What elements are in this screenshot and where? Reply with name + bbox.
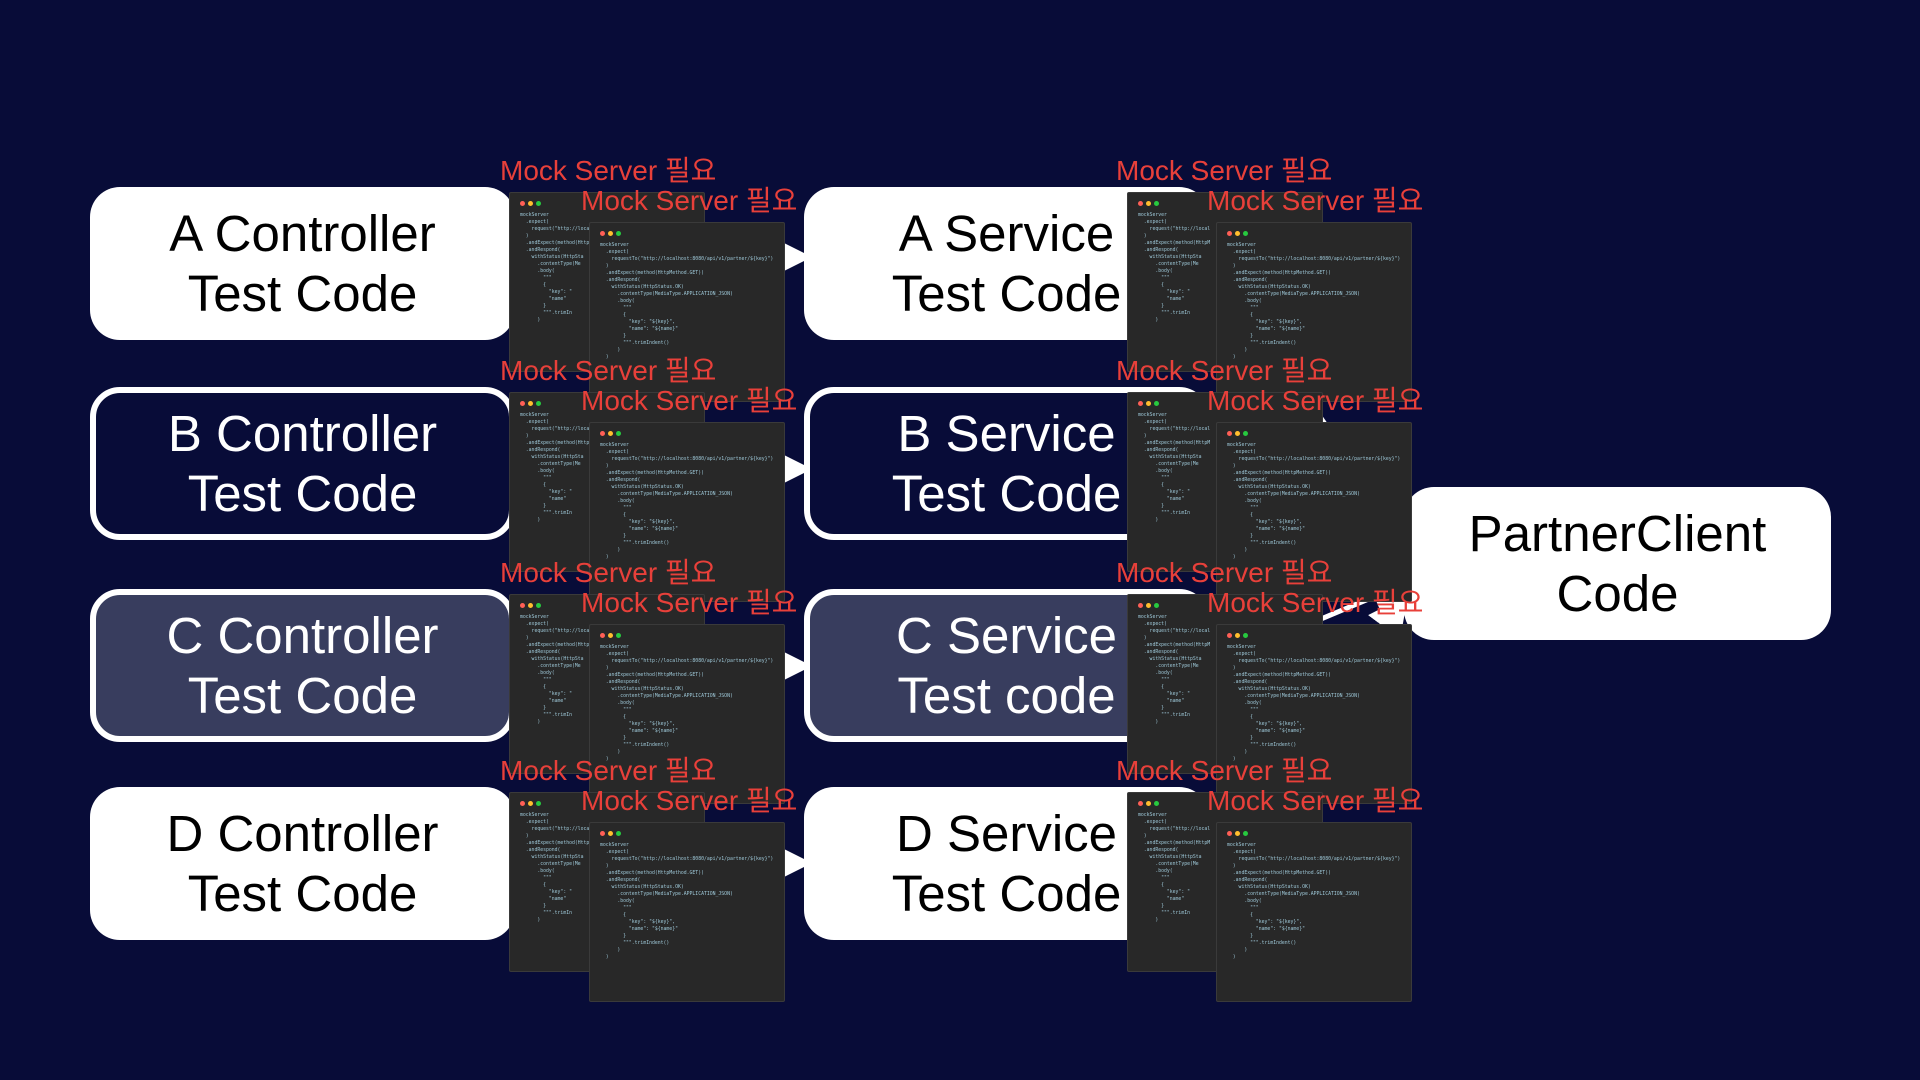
code-snippet-c-service-front: mockServer .expect( requestTo("http://lo… <box>1216 624 1412 804</box>
code-snippet-b-service-front: mockServer .expect( requestTo("http://lo… <box>1216 422 1412 602</box>
d-controller-box: D Controller Test Code <box>90 787 515 940</box>
b-controller-subtitle: Test Code <box>187 464 418 522</box>
code-snippet-d-controller-front: mockServer .expect( requestTo("http://lo… <box>589 822 785 1002</box>
partner-client-box: PartnerClient Code <box>1404 487 1831 640</box>
d-controller-title: D Controller <box>166 804 439 862</box>
mock-server-label-d-controller-front: Mock Server 필요 <box>581 785 798 816</box>
code-snippet-a-controller-front: mockServer .expect( requestTo("http://lo… <box>589 222 785 402</box>
partner-client-title: PartnerClient <box>1468 504 1767 562</box>
a-service-subtitle: Test Code <box>891 264 1122 322</box>
a-controller-subtitle: Test Code <box>187 264 418 322</box>
c-service-subtitle: Test code <box>897 666 1116 724</box>
mock-server-label-b-service-back: Mock Server 필요 <box>1116 355 1333 386</box>
mock-server-label-d-controller-back: Mock Server 필요 <box>500 755 717 786</box>
a-controller-title: A Controller <box>169 204 436 262</box>
mock-server-label-c-controller-front: Mock Server 필요 <box>581 587 798 618</box>
b-controller-title: B Controller <box>167 404 438 462</box>
a-service-title: A Service <box>898 204 1115 262</box>
a-controller-box: A Controller Test Code <box>90 187 515 340</box>
c-service-title: C Service <box>895 606 1118 664</box>
code-snippet-b-controller-front: mockServer .expect( requestTo("http://lo… <box>589 422 785 602</box>
c-controller-title: C Controller <box>166 606 439 664</box>
mock-server-label-c-controller-back: Mock Server 필요 <box>500 557 717 588</box>
mock-server-label-c-service-back: Mock Server 필요 <box>1116 557 1333 588</box>
b-controller-box: B Controller Test Code <box>90 387 515 540</box>
d-controller-subtitle: Test Code <box>187 864 418 922</box>
c-controller-subtitle: Test Code <box>187 666 418 724</box>
code-snippet-c-controller-front: mockServer .expect( requestTo("http://lo… <box>589 624 785 804</box>
mock-server-label-b-controller-front: Mock Server 필요 <box>581 385 798 416</box>
mock-server-label-d-service-front: Mock Server 필요 <box>1207 785 1424 816</box>
d-service-title: D Service <box>895 804 1118 862</box>
mock-server-label-a-controller-back: Mock Server 필요 <box>500 155 717 186</box>
partner-client-subtitle: Code <box>1556 564 1679 622</box>
mock-server-label-d-service-back: Mock Server 필요 <box>1116 755 1333 786</box>
mock-server-label-c-service-front: Mock Server 필요 <box>1207 587 1424 618</box>
b-service-title: B Service <box>897 404 1116 462</box>
code-snippet-d-service-front: mockServer .expect( requestTo("http://lo… <box>1216 822 1412 1002</box>
b-service-subtitle: Test Code <box>891 464 1122 522</box>
c-controller-box: C Controller Test Code <box>90 589 515 742</box>
mock-server-label-b-service-front: Mock Server 필요 <box>1207 385 1424 416</box>
mock-server-label-a-service-front: Mock Server 필요 <box>1207 185 1424 216</box>
d-service-subtitle: Test Code <box>891 864 1122 922</box>
mock-server-label-b-controller-back: Mock Server 필요 <box>500 355 717 386</box>
mock-server-label-a-controller-front: Mock Server 필요 <box>581 185 798 216</box>
mock-server-label-a-service-back: Mock Server 필요 <box>1116 155 1333 186</box>
